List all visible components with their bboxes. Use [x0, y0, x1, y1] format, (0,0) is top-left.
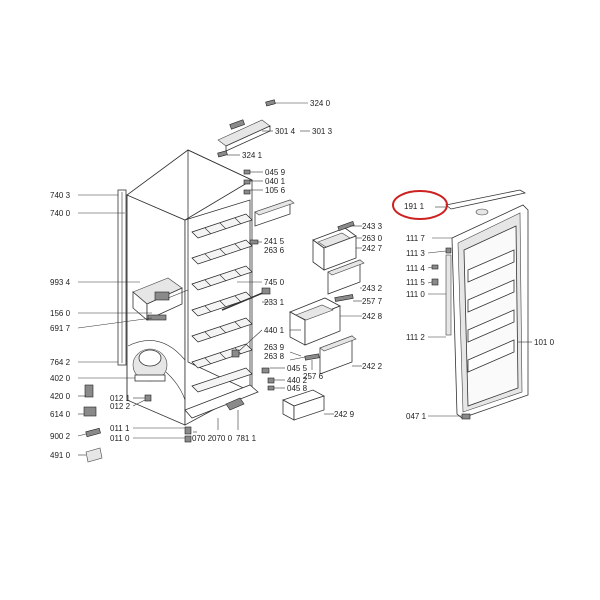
label-263-0: 263 0 — [362, 234, 383, 243]
label-257-6: 257 6 — [303, 372, 324, 381]
label-900-2: 900 2 — [50, 432, 71, 441]
basket-lower — [289, 297, 341, 346]
label-263-8: 263 8 — [264, 352, 285, 361]
label-263-9: 263 9 — [264, 343, 285, 352]
label-243-2: 243 2 — [362, 284, 383, 293]
label-045-9: 045 9 — [265, 168, 286, 177]
label-242-2: 242 2 — [362, 362, 383, 371]
label-242-8: 242 8 — [362, 312, 383, 321]
basket-upper — [312, 220, 357, 271]
label-614-0: 614 0 — [50, 410, 71, 419]
top-hinge-parts — [217, 99, 276, 158]
label-070-0: 070 0 — [212, 434, 233, 443]
evaporator-unit — [132, 277, 189, 321]
label-111-4: 111 4 — [406, 264, 425, 273]
label-740-3: 740 3 — [50, 191, 71, 200]
label-047-1: 047 1 — [406, 412, 427, 421]
compressor-assembly — [127, 340, 186, 401]
door-assembly — [431, 189, 529, 420]
label-740-0: 740 0 — [50, 209, 71, 218]
label-242-9: 242 9 — [334, 410, 355, 419]
cabinet-body — [117, 149, 259, 426]
label-012-1: 012 1 — [110, 394, 131, 403]
label-257-7: 257 7 — [362, 297, 383, 306]
label-324-1: 324 1 — [242, 151, 263, 160]
label-263-6: 263 6 — [264, 246, 285, 255]
leader-lines — [77, 102, 532, 456]
label-242-7: 242 7 — [362, 244, 383, 253]
label-105-6: 105 6 — [265, 186, 286, 195]
label-070-2: 070 2 — [192, 434, 213, 443]
label-420-0: 420 0 — [50, 392, 71, 401]
label-233-1: 233 1 — [264, 298, 285, 307]
label-324-0: 324 0 — [310, 99, 331, 108]
label-491-0: 491 0 — [50, 451, 71, 460]
label-691-7: 691 7 — [50, 324, 71, 333]
label-440-2: 440 2 — [287, 376, 308, 385]
small-top-parts — [243, 169, 251, 195]
bottom-small-parts — [83, 384, 245, 463]
label-111-5: 111 5 — [406, 278, 425, 287]
part-labels: 324 0 301 4 301 3 324 1 045 9 040 1 105 … — [50, 99, 555, 460]
label-301-4: 301 4 — [275, 127, 296, 136]
label-402-0: 402 0 — [50, 374, 71, 383]
label-040-1: 040 1 — [265, 177, 286, 186]
basket-bottom — [282, 389, 325, 421]
drawer-front-lower — [304, 335, 357, 375]
highlight-circle — [392, 190, 448, 220]
label-011-1: 011 1 — [110, 424, 130, 433]
label-440-1: 440 1 — [264, 326, 285, 335]
label-191-1: 191 1 — [404, 202, 425, 211]
label-045-5: 045 5 — [287, 364, 308, 373]
label-111-3: 111 3 — [406, 249, 425, 258]
label-045-8: 045 8 — [287, 384, 308, 393]
label-781-1: 781 1 — [236, 434, 257, 443]
label-993-4: 993 4 — [50, 278, 71, 287]
label-101-0: 101 0 — [534, 338, 555, 347]
label-012-2: 012 2 — [110, 402, 131, 411]
label-745-0: 745 0 — [264, 278, 285, 287]
label-156-0: 156 0 — [50, 309, 71, 318]
label-243-3: 243 3 — [362, 222, 383, 231]
label-011-0: 011 0 — [110, 434, 130, 443]
drawer-front-middle — [327, 259, 365, 302]
label-241-5: 241 5 — [264, 237, 285, 246]
label-764-2: 764 2 — [50, 358, 71, 367]
sensor-rods — [221, 287, 275, 391]
label-111-7: 111 7 — [406, 234, 425, 243]
label-111-2: 111 2 — [406, 333, 425, 342]
label-111-0: 111 0 — [406, 290, 425, 299]
label-301-3: 301 3 — [312, 127, 333, 136]
evaporator-shelves — [191, 213, 253, 393]
drawer-front-small — [249, 199, 295, 245]
